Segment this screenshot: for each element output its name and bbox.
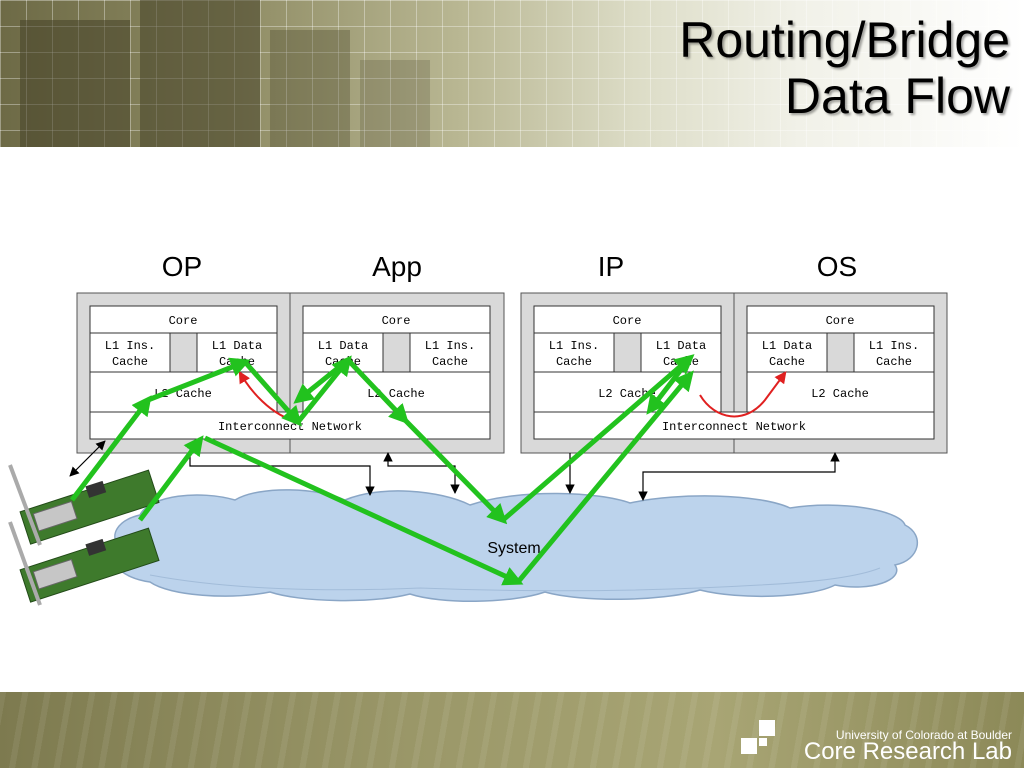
building-photo-block <box>360 60 430 147</box>
green-data-flow <box>70 354 695 586</box>
core-label: Core <box>382 314 411 328</box>
flow-segment <box>296 355 352 424</box>
header-banner <box>0 0 1024 147</box>
l1-right-label: L1 Ins. <box>869 339 919 353</box>
system-cloud: System <box>113 489 919 602</box>
l1-gap <box>826 332 855 373</box>
core-box <box>533 305 722 334</box>
l1-left-label-2: Cache <box>556 355 592 369</box>
flow-segment <box>243 360 302 427</box>
l1-left-label: L1 Ins. <box>105 339 155 353</box>
l1-left-label-2: Cache <box>112 355 148 369</box>
flow-segment <box>70 395 152 502</box>
building-photo-block <box>140 0 260 147</box>
footer-texture <box>0 692 1024 768</box>
core-box <box>89 305 278 334</box>
l1-left-cache <box>533 332 615 373</box>
core-label: Core <box>613 314 642 328</box>
flow-segment <box>516 370 694 584</box>
flow-segment <box>646 356 692 415</box>
flow-segment <box>403 418 508 525</box>
network-card-icon <box>8 464 160 546</box>
lab-name: Core Research Lab <box>803 738 1012 765</box>
building-photo-block <box>20 20 130 147</box>
footer-banner <box>0 692 1024 768</box>
core-label: Core <box>826 314 855 328</box>
l1-right-label-2: Cache <box>876 355 912 369</box>
l1-left-label: L1 Data <box>762 339 812 353</box>
slide-title: Routing/Bridge Data Flow <box>490 12 1010 124</box>
flow-segment <box>138 435 204 522</box>
column-label-op: OP <box>162 251 202 282</box>
network-card-icon <box>8 521 160 606</box>
l1-gap <box>169 332 198 373</box>
flow-segment <box>147 357 251 403</box>
university-name: University of Colorado at Boulder <box>835 728 1012 742</box>
processor-block-op-app: Interconnect Network Core L1 Ins. Cache … <box>76 292 505 454</box>
column-label-os: OS <box>817 251 857 282</box>
flow-segment <box>293 358 350 404</box>
l1-right-label: L1 Ins. <box>425 339 475 353</box>
l1-left-label: L1 Ins. <box>549 339 599 353</box>
system-label: System <box>487 540 540 557</box>
interconnect-label: Interconnect Network <box>218 420 362 434</box>
column-label-app: App <box>372 251 422 282</box>
l1-left-label: L1 Data <box>318 339 368 353</box>
core-box <box>746 305 935 334</box>
system-bus-connectors <box>69 440 840 501</box>
core-box <box>302 305 491 334</box>
l1-left-label-2: Cache <box>769 355 805 369</box>
slide-title-line2: Data Flow <box>784 68 1010 124</box>
interconnect-label: Interconnect Network <box>662 420 806 434</box>
l1-right-label: L1 Data <box>656 339 706 353</box>
flow-segment <box>346 358 410 425</box>
flow-segment <box>501 354 695 522</box>
l1-right-label-2: Cache <box>432 355 468 369</box>
core-label: Core <box>169 314 198 328</box>
l1-gap <box>382 332 411 373</box>
l1-right-label: L1 Data <box>212 339 262 353</box>
l1-right-cache <box>409 332 491 373</box>
slide-title-line1: Routing/Bridge <box>679 12 1010 68</box>
building-photo-block <box>270 30 350 147</box>
l2-cache-label: L2 Cache <box>811 387 869 401</box>
l1-gap <box>613 332 642 373</box>
processor-block-ip-os: Interconnect Network Core L1 Ins. Cache … <box>520 292 948 454</box>
flow-segment <box>203 435 524 586</box>
column-label-ip: IP <box>598 251 624 282</box>
crl-logo-icon <box>741 720 777 756</box>
